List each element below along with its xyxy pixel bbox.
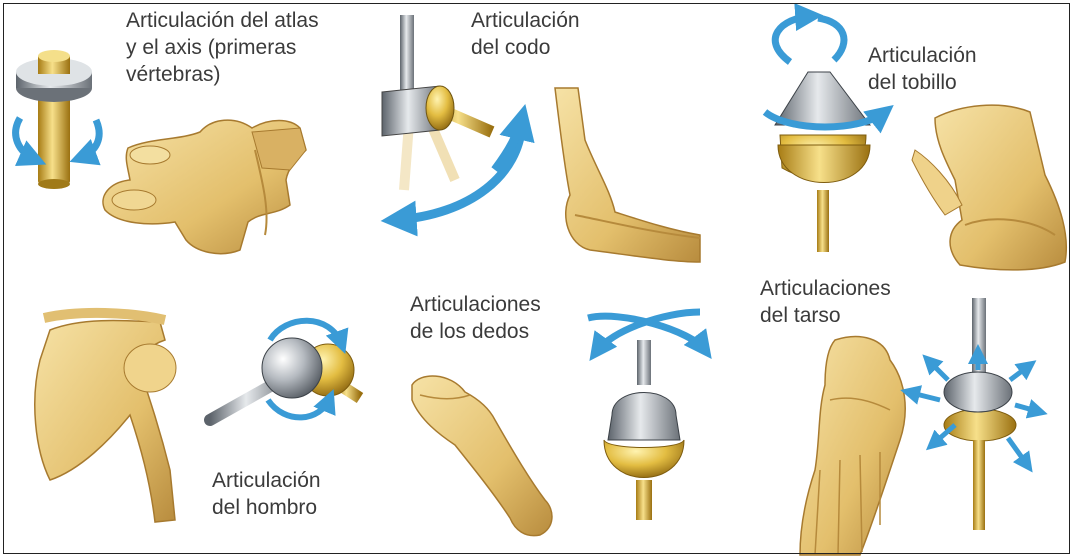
ankle-bones [912, 105, 1066, 270]
label-atlas-axis-line-2: y el axis (primeras [126, 34, 319, 61]
elbow-bones [555, 88, 700, 262]
label-codo-line-2: del codo [471, 34, 580, 61]
atlas-axis-pivot-model [16, 50, 99, 189]
label-dedos: Articulaciones de los dedos [410, 291, 541, 345]
label-hombro: Articulación del hombro [212, 467, 321, 521]
finger-bone [412, 376, 552, 536]
ankle-hinge-model [765, 16, 885, 252]
label-tobillo-line-1: Articulación [868, 42, 977, 69]
label-tarso-line-2: del tarso [760, 302, 891, 329]
label-atlas-axis-line-1: Articulación del atlas [126, 7, 319, 34]
label-tarso-line-1: Articulaciones [760, 275, 891, 302]
label-tobillo-line-2: del tobillo [868, 69, 977, 96]
label-atlas-axis: Articulación del atlas y el axis (primer… [126, 7, 319, 88]
label-hombro-line-2: del hombro [212, 494, 321, 521]
label-dedos-line-1: Articulaciones [410, 291, 541, 318]
tarsus-gliding-model [908, 298, 1040, 530]
label-tobillo: Articulación del tobillo [868, 42, 977, 96]
label-atlas-axis-line-3: vértebras) [126, 61, 319, 88]
label-codo-line-1: Articulación [471, 7, 580, 34]
shoulder-bones [35, 313, 176, 522]
label-hombro-line-1: Articulación [212, 467, 321, 494]
label-dedos-line-2: de los dedos [410, 318, 541, 345]
label-codo: Articulación del codo [471, 7, 580, 61]
finger-hinge-model [588, 312, 705, 520]
label-tarso: Articulaciones del tarso [760, 275, 891, 329]
atlas-axis-vertebrae [103, 120, 306, 254]
shoulder-ball-model [210, 321, 360, 420]
tarsus-bones [800, 337, 905, 555]
